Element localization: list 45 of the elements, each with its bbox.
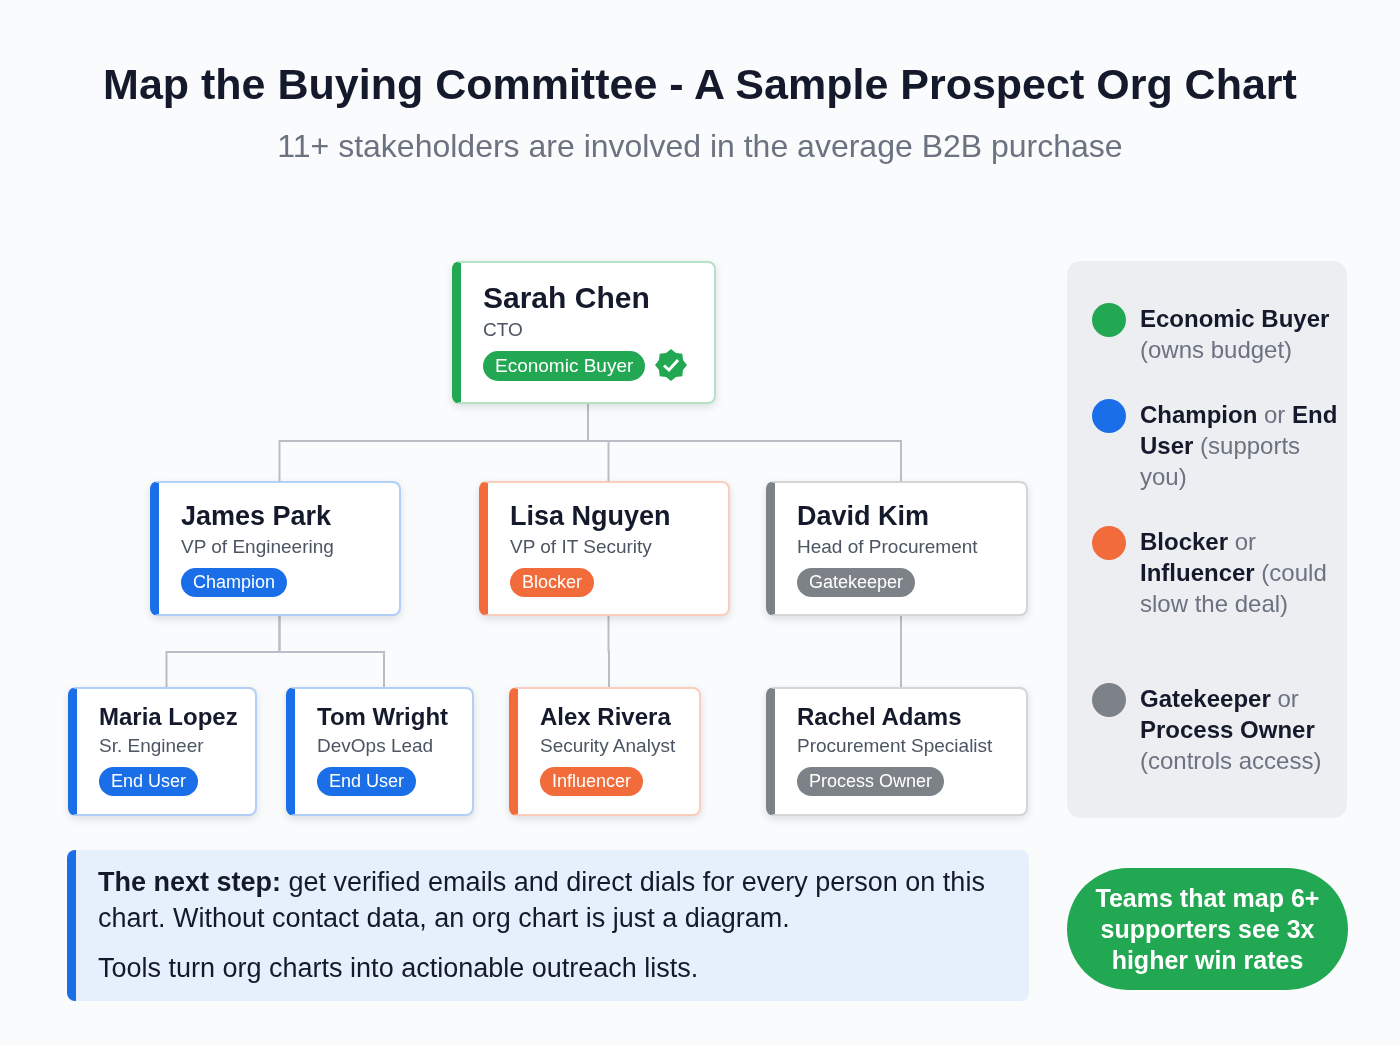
note-text: The next step: get verified emails and direct dials for every person on this chart. Without contact data, an org chart is just a diagram. (98, 866, 986, 935)
person-card (509, 687, 701, 816)
person-card (766, 687, 1028, 816)
person-name: Rachel Adams (797, 703, 962, 731)
person-card (286, 687, 474, 816)
person-card (68, 687, 257, 816)
person-card (452, 261, 716, 404)
job-title: Procurement Specialist (797, 735, 993, 757)
legend-text: Economic Buyer (owns budget) (1140, 304, 1331, 365)
connector-line (900, 615, 902, 688)
person-name: Lisa Nguyen (510, 501, 671, 532)
connector-line (607, 615, 610, 688)
person-name: Maria Lopez (99, 703, 238, 731)
subtitle: 11+ stakeholders are involved in the average B2B purchase (276, 128, 1124, 165)
job-title: VP of Engineering (181, 536, 334, 558)
role-badge: Economic Buyer (483, 351, 646, 381)
job-title: Head of Procurement (797, 536, 978, 558)
person-name: Alex Rivera (540, 703, 671, 731)
role-badge: End User (99, 767, 199, 796)
role-badge: Champion (181, 568, 288, 597)
legend-text: Gatekeeper or Process Owner (controls access) (1140, 684, 1323, 776)
legend-text: Blocker or Influencer (could slow the deal) (1140, 527, 1328, 619)
job-title: CTO (483, 319, 523, 341)
person-name: Sarah Chen (483, 281, 650, 315)
person-name: David Kim (797, 501, 930, 532)
note-box (67, 850, 1029, 1001)
person-card (150, 481, 401, 616)
connector-line (278, 615, 385, 688)
person-name: Tom Wright (317, 703, 449, 731)
person-card (479, 481, 730, 616)
role-badge: Influencer (540, 767, 644, 796)
note-text: Tools turn org charts into actionable outreach lists. (98, 952, 700, 985)
role-badge: Process Owner (797, 767, 945, 796)
chart-title: Map the Buying Committee - A Sample Prospect Org Chart (102, 60, 1298, 109)
person-name: James Park (181, 501, 332, 532)
role-badge: Blocker (510, 568, 595, 597)
job-title: Security Analyst (540, 735, 676, 757)
job-title: VP of IT Security (510, 536, 652, 558)
role-badge: Gatekeeper (797, 568, 916, 597)
job-title: Sr. Engineer (99, 735, 204, 757)
job-title: DevOps Lead (317, 735, 434, 757)
person-card (766, 481, 1028, 616)
legend-text: Champion or End User (supports you) (1140, 400, 1339, 492)
role-badge: End User (317, 767, 417, 796)
callout-text: Teams that map 6+ supporters see 3x higher win rates (1095, 882, 1320, 976)
